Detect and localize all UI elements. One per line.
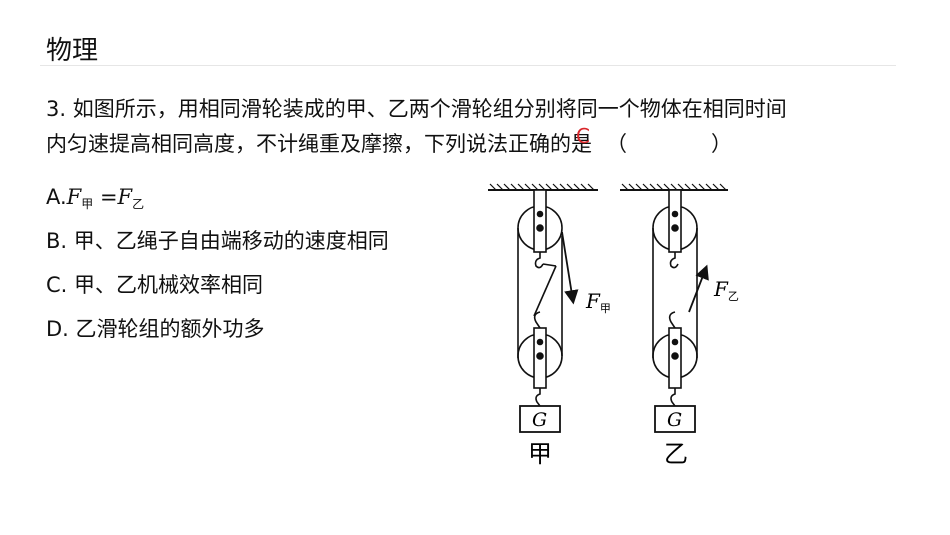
question-line-1: 3. 如图所示，用相同滑轮装成的甲、乙两个滑轮组分别将同一个物体在相同时间	[46, 97, 787, 121]
option-a-sub-2: 乙	[132, 197, 145, 211]
option-a-prefix: A.	[46, 185, 67, 209]
header-divider	[40, 65, 896, 66]
force-arrow-left	[561, 231, 579, 305]
option-b: B. 甲、乙绳子自由端移动的速度相同	[46, 229, 389, 253]
option-a-force-1: F	[66, 185, 82, 209]
question-line-2: 内匀速提高相同高度，不计绳重及摩擦，下列说法正确的是C （ ）	[46, 124, 906, 162]
answer-mark: C	[576, 124, 590, 148]
option-a-force-2: F	[117, 185, 133, 209]
pulley-system-left	[488, 183, 598, 433]
pulley-diagram: G F甲 甲	[480, 176, 770, 476]
option-a: A.F甲 =F乙	[46, 180, 389, 224]
option-a-equals: =	[93, 185, 118, 209]
pulley-diagram-svg: G F甲 甲	[488, 183, 739, 468]
force-arrow-right	[688, 264, 709, 313]
options-list: A.F甲 =F乙 B. 甲、乙绳子自由端移动的速度相同 C. 甲、乙机械效率相同…	[46, 180, 389, 356]
weight-box-left	[519, 405, 561, 433]
rope-left-diagonal	[533, 265, 557, 317]
weight-label-left: G	[532, 409, 547, 431]
force-label-right: F乙	[713, 277, 739, 303]
caption-right: 乙	[664, 440, 688, 468]
option-c: C. 甲、乙机械效率相同	[46, 273, 264, 297]
weight-box-right	[654, 405, 696, 433]
ceiling-hatch-right	[621, 183, 727, 191]
caption-left: 甲	[528, 440, 552, 468]
force-label-left: F甲	[585, 289, 611, 315]
answer-paren: （ ）	[605, 132, 732, 156]
question-block: 3. 如图所示，用相同滑轮装成的甲、乙两个滑轮组分别将同一个物体在相同时间 内匀…	[46, 92, 906, 162]
page-title: 物理	[46, 36, 99, 66]
pulley-system-right	[620, 183, 728, 433]
option-a-sub-1: 甲	[81, 197, 94, 211]
ceiling-hatch-left	[489, 183, 595, 191]
weight-label-right: G	[667, 409, 682, 431]
question-line-2-text: 内匀速提高相同高度，不计绳重及摩擦，下列说法正确的是	[46, 132, 592, 156]
option-d: D. 乙滑轮组的额外功多	[46, 317, 265, 341]
